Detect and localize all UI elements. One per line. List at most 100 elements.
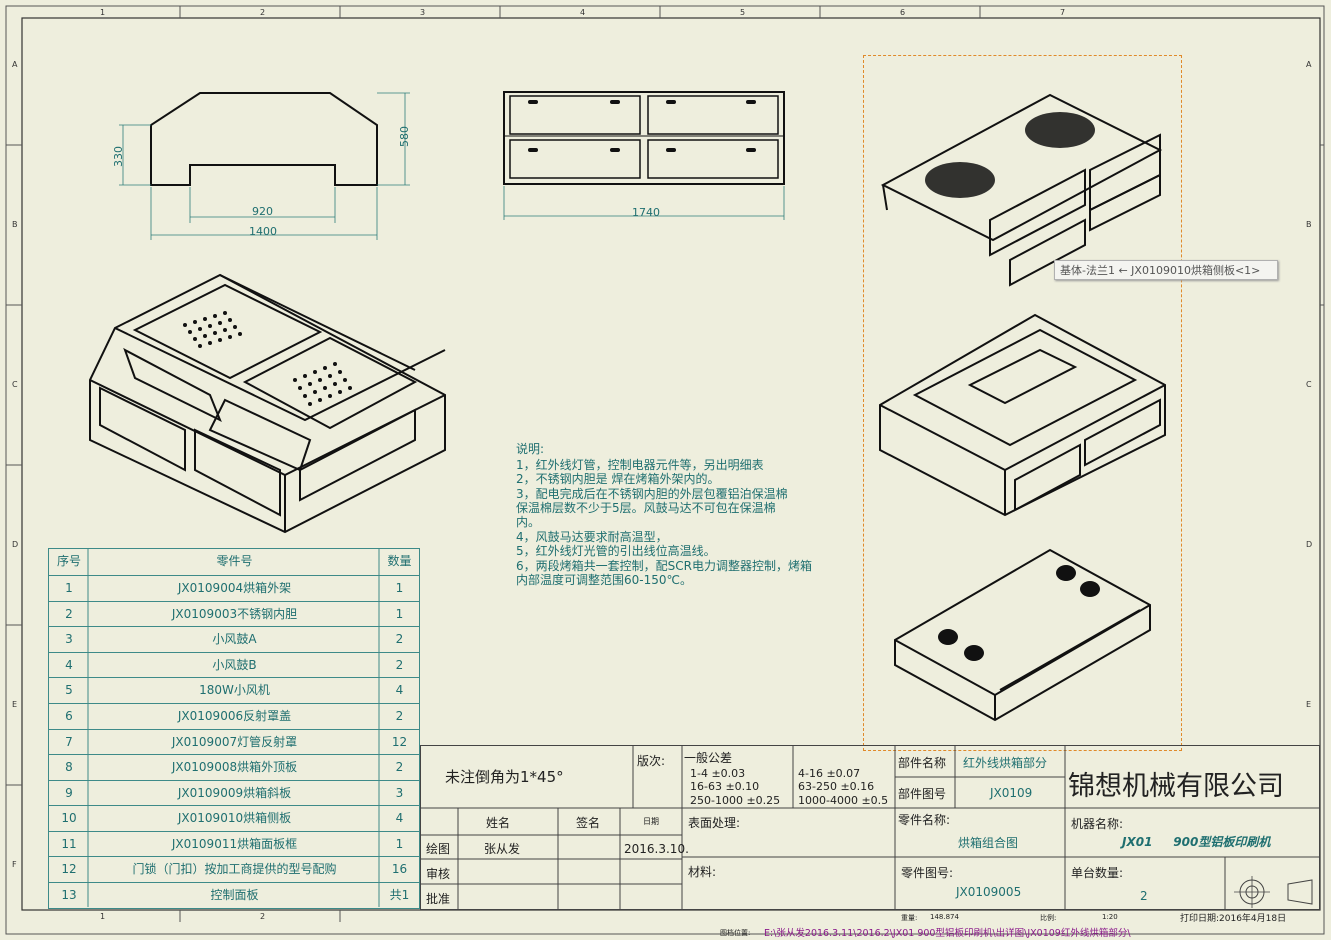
bom-qty: 2 [395,658,404,672]
dim-1400: 1400 [249,225,277,238]
part-no-value: JX0109 [990,786,1033,800]
border-number-7: 7 [1060,8,1066,17]
component-no-value: JX0109005 [956,885,1022,899]
border-letter-right-b: B [1306,220,1312,229]
bom-qty: 2 [395,760,404,774]
note-line-5: 内。 [516,515,541,529]
bom-part: 180W小风机 [199,683,270,697]
border-number-bottom-1: 1 [100,912,106,921]
bom-table [48,548,420,909]
table-row[interactable]: 5 180W小风机 4 [49,677,419,703]
dim-920: 920 [252,205,273,218]
file-path: E:\张从发2016.3.11\2016.2\JX01 900型铝板印刷机\出详… [764,928,1131,939]
table-row[interactable]: 3 小风鼓A 2 [49,626,419,652]
part-name-value: 红外线烘箱部分 [963,756,1048,770]
isometric-oven-view [89,273,446,534]
border-number-4: 4 [580,8,586,17]
approve-label: 批准 [426,892,451,906]
weight-label: 重量: [901,914,918,922]
front-view-drawing [119,92,410,240]
bom-part: JX0109008烘箱外顶板 [171,760,298,774]
scale-label: 比例: [1040,914,1057,922]
bom-part: JX0109004烘箱外架 [177,581,292,595]
bom-no: 8 [65,760,73,774]
unit-qty-label: 单台数量: [1071,866,1124,880]
table-row[interactable]: 6 JX0109006反射罩盖 2 [49,703,419,729]
bom-part: JX0109010烘箱侧板 [177,811,292,825]
dim-330: 330 [112,146,125,167]
exploded-base-view [894,548,1151,722]
tolerance-title: 一般公差 [684,751,733,765]
exploded-top-panels-view [880,93,1163,287]
border-letter-b: B [12,220,18,229]
note-line-2: 2，不锈钢内胆是 焊在烤箱外架内的。 [516,472,720,486]
component-name-label: 零件名称: [898,813,951,827]
surface-label: 表面处理: [688,816,741,830]
selected-views-frame[interactable] [863,55,1182,751]
note-line-3: 3，配电完成后在不锈钢内胆的外层包覆铝泊保温棉 [516,487,788,501]
bom-no: 1 [65,581,73,595]
note-line-7: 5，红外线灯光管的引出线位高温线。 [516,544,716,558]
bom-qty: 1 [395,607,404,621]
table-row[interactable]: 2 JX0109003不锈钢内胆 1 [49,601,419,627]
date-header: 日期 [643,817,659,826]
border-letter-e: E [12,700,18,709]
note-line-9: 内部温度可调整范围60-150℃。 [516,573,692,587]
bom-part: JX0109009烘箱斜板 [177,786,292,800]
bom-part: 门锁（门扣）按加工商提供的型号配购 [132,862,337,876]
border-letter-right-d: D [1306,540,1313,549]
company-name: 锦想机械有限公司 [1068,771,1284,802]
bom-qty: 16 [391,862,408,876]
weight-value: 148.874 [930,913,959,921]
bom-header: 序号 零件号 数量 [49,549,419,574]
bom-part: JX0109003不锈钢内胆 [171,607,298,621]
border-number-bottom-2: 2 [260,912,266,921]
bom-no: 13 [61,888,77,902]
tolerance-right-2: 63-250 ±0.16 [798,780,875,793]
tolerance-right-1: 4-16 ±0.07 [798,767,861,780]
border-letter-a: A [12,60,18,69]
bom-no: 5 [65,683,73,697]
machine-value: JX01 900型铝板印刷机 [1122,835,1271,849]
bom-no: 7 [65,735,73,749]
note-line-6: 4，风鼓马达要求耐高温型， [516,530,668,544]
dim-1740: 1740 [632,206,660,219]
note-line-4: 保温棉层数不少于5层。风鼓马达不可包在保温棉 [516,501,776,515]
machine-label: 机器名称: [1071,817,1124,831]
bom-no: 6 [65,709,73,723]
bom-no: 2 [65,607,73,621]
bom-qty: 2 [395,709,404,723]
feature-tooltip: 基体-法兰1 ← JX0109010烘箱侧板<1> [1054,260,1278,280]
bom-part: JX0109011烘箱面板框 [171,837,298,851]
bom-qty: 2 [395,632,404,646]
bom-no: 4 [65,658,73,672]
file-location-label: 图档位置: [720,929,751,937]
table-row[interactable]: 8 JX0109008烘箱外顶板 2 [49,754,419,780]
material-label: 材料: [688,865,717,879]
bom-no: 3 [65,632,73,646]
border-number-2: 2 [260,8,266,17]
bom-part: JX0109006反射罩盖 [177,709,292,723]
unit-qty-value: 2 [1140,889,1148,903]
bom-qty: 4 [395,683,404,697]
scale-value: 1:20 [1102,913,1118,921]
border-number-1: 1 [100,8,106,17]
note-line-1: 1，红外线灯管，控制电器元件等，另出明细表 [516,458,764,472]
component-name-value: 烘箱组合图 [958,836,1019,850]
tolerance-right-3: 1000-4000 ±0.5 [798,794,889,807]
border-letter-f: F [12,860,17,869]
tolerance-left-1: 1-4 ±0.03 [690,767,746,780]
bom-header-no: 序号 [56,554,81,568]
tolerance-left-2: 16-63 ±0.10 [690,780,760,793]
bom-qty: 3 [395,786,404,800]
bom-part: 小风鼓A [212,632,257,646]
